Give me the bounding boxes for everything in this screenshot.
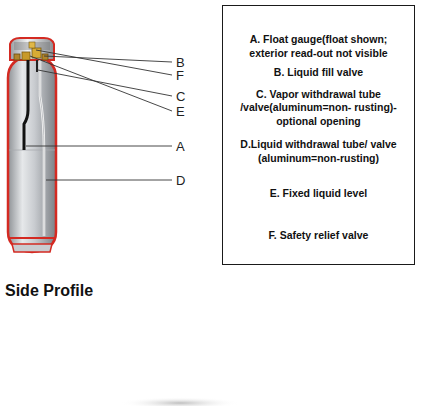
callout-letter: B xyxy=(176,55,185,70)
callout-letter: A xyxy=(176,139,185,154)
part-description: E. Fixed liquid level xyxy=(223,187,414,201)
callout-letter: C xyxy=(176,89,185,104)
callout-letter: E xyxy=(176,104,185,119)
callout-letter: D xyxy=(176,173,185,188)
legend-box: A. Float gauge(float shown; exterior rea… xyxy=(222,5,415,265)
part-description: D.Liquid withdrawal tube/ valve (aluminu… xyxy=(223,138,414,165)
callout-letter: F xyxy=(176,68,184,83)
part-description: B. Liquid fill valve xyxy=(223,66,414,80)
figure-caption: Side Profile xyxy=(5,282,93,300)
part-description: F. Safety relief valve xyxy=(223,229,414,243)
part-description: A. Float gauge(float shown; exterior rea… xyxy=(223,33,414,60)
part-description: C. Vapor withdrawal tube /valve(aluminum… xyxy=(223,88,414,129)
